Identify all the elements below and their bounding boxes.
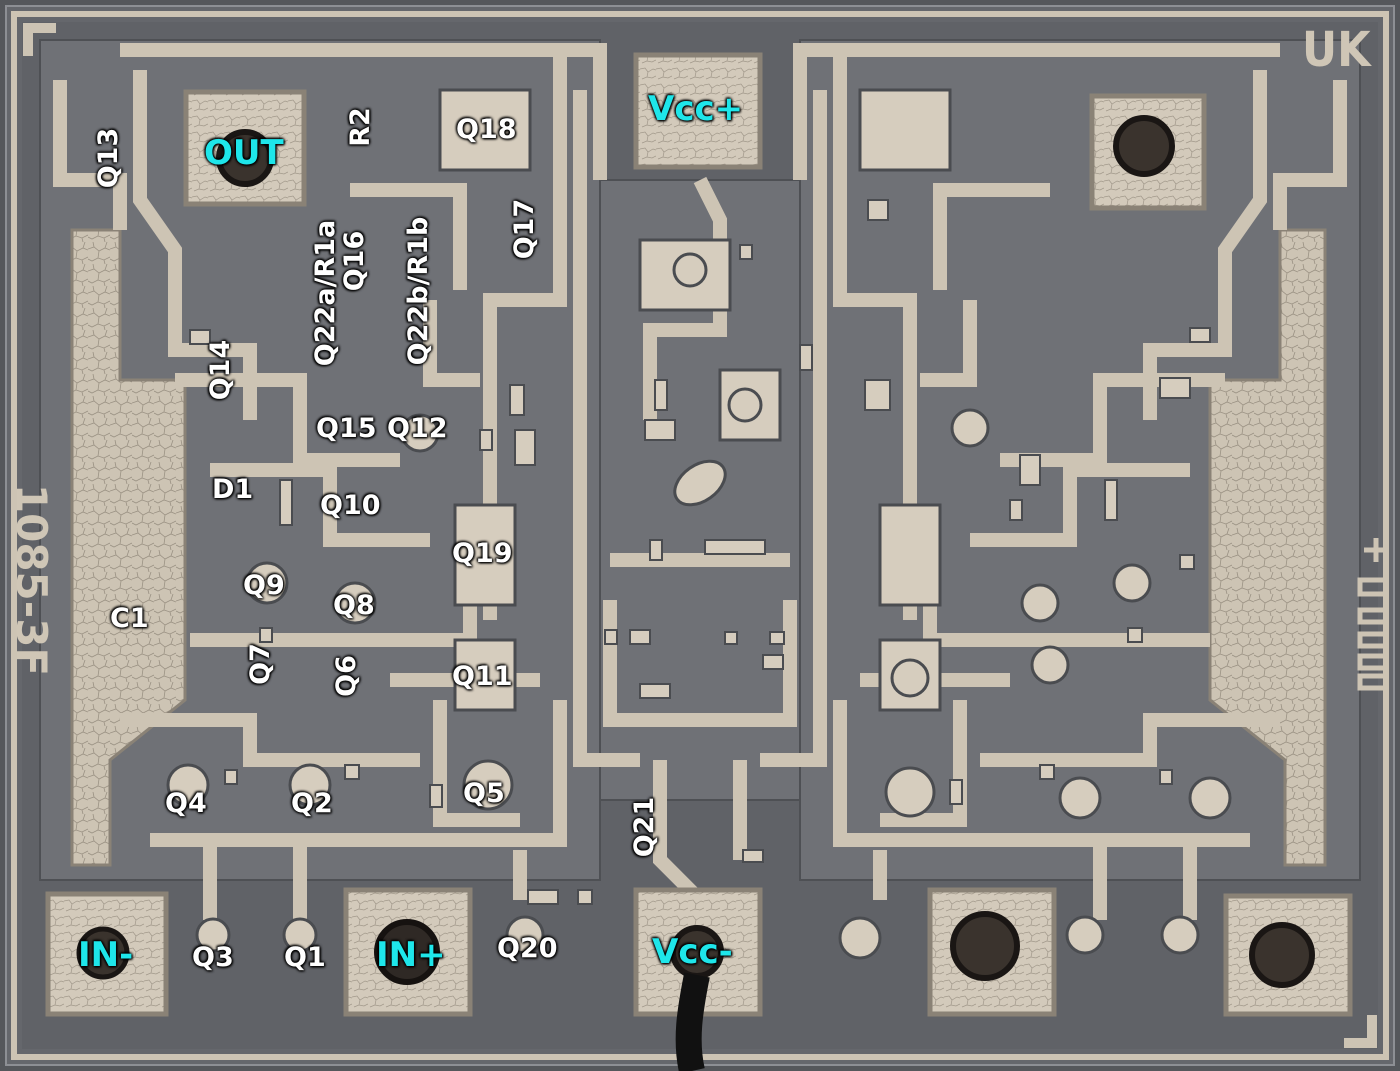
label-q20: Q20 — [497, 933, 558, 964]
label-q10: Q10 — [320, 490, 381, 521]
pin-label-vcc-plus: Vcc+ — [648, 89, 744, 129]
label-q9: Q9 — [243, 570, 285, 601]
label-q15: Q15 — [316, 413, 377, 444]
label-q5: Q5 — [463, 778, 505, 809]
label-q14: Q14 — [205, 339, 236, 401]
label-q12: Q12 — [387, 413, 448, 444]
label-q19: Q19 — [452, 538, 513, 569]
pin-label-out: OUT — [204, 133, 284, 173]
pin-label-vcc-minus: Vcc- — [652, 932, 733, 972]
pin-label-in-minus: IN- — [78, 935, 134, 975]
label-r1a: Q22a/R1a — [310, 219, 341, 367]
label-q1: Q1 — [284, 942, 326, 973]
label-d1: D1 — [212, 474, 254, 505]
label-q18: Q18 — [456, 114, 517, 145]
label-q7: Q7 — [245, 643, 276, 685]
bond-pads — [45, 52, 1353, 1017]
label-q21: Q21 — [629, 796, 660, 858]
side-marking: 1085-3F — [7, 483, 56, 677]
corner-marking: UK — [1302, 22, 1371, 78]
label-q16: Q16 — [339, 230, 370, 292]
pin-label-in-plus: IN+ — [376, 935, 446, 975]
label-q4: Q4 — [165, 788, 207, 819]
label-q2: Q2 — [291, 788, 333, 819]
label-q3: Q3 — [192, 942, 234, 973]
label-q13: Q13 — [93, 127, 124, 189]
label-r2: R2 — [345, 107, 376, 147]
label-q17: Q17 — [509, 198, 540, 260]
label-q8: Q8 — [333, 590, 375, 621]
label-c1: C1 — [110, 603, 149, 634]
label-q6: Q6 — [331, 655, 362, 697]
label-q11: Q11 — [452, 661, 513, 692]
label-r1b: Q22b/R1b — [403, 216, 434, 366]
